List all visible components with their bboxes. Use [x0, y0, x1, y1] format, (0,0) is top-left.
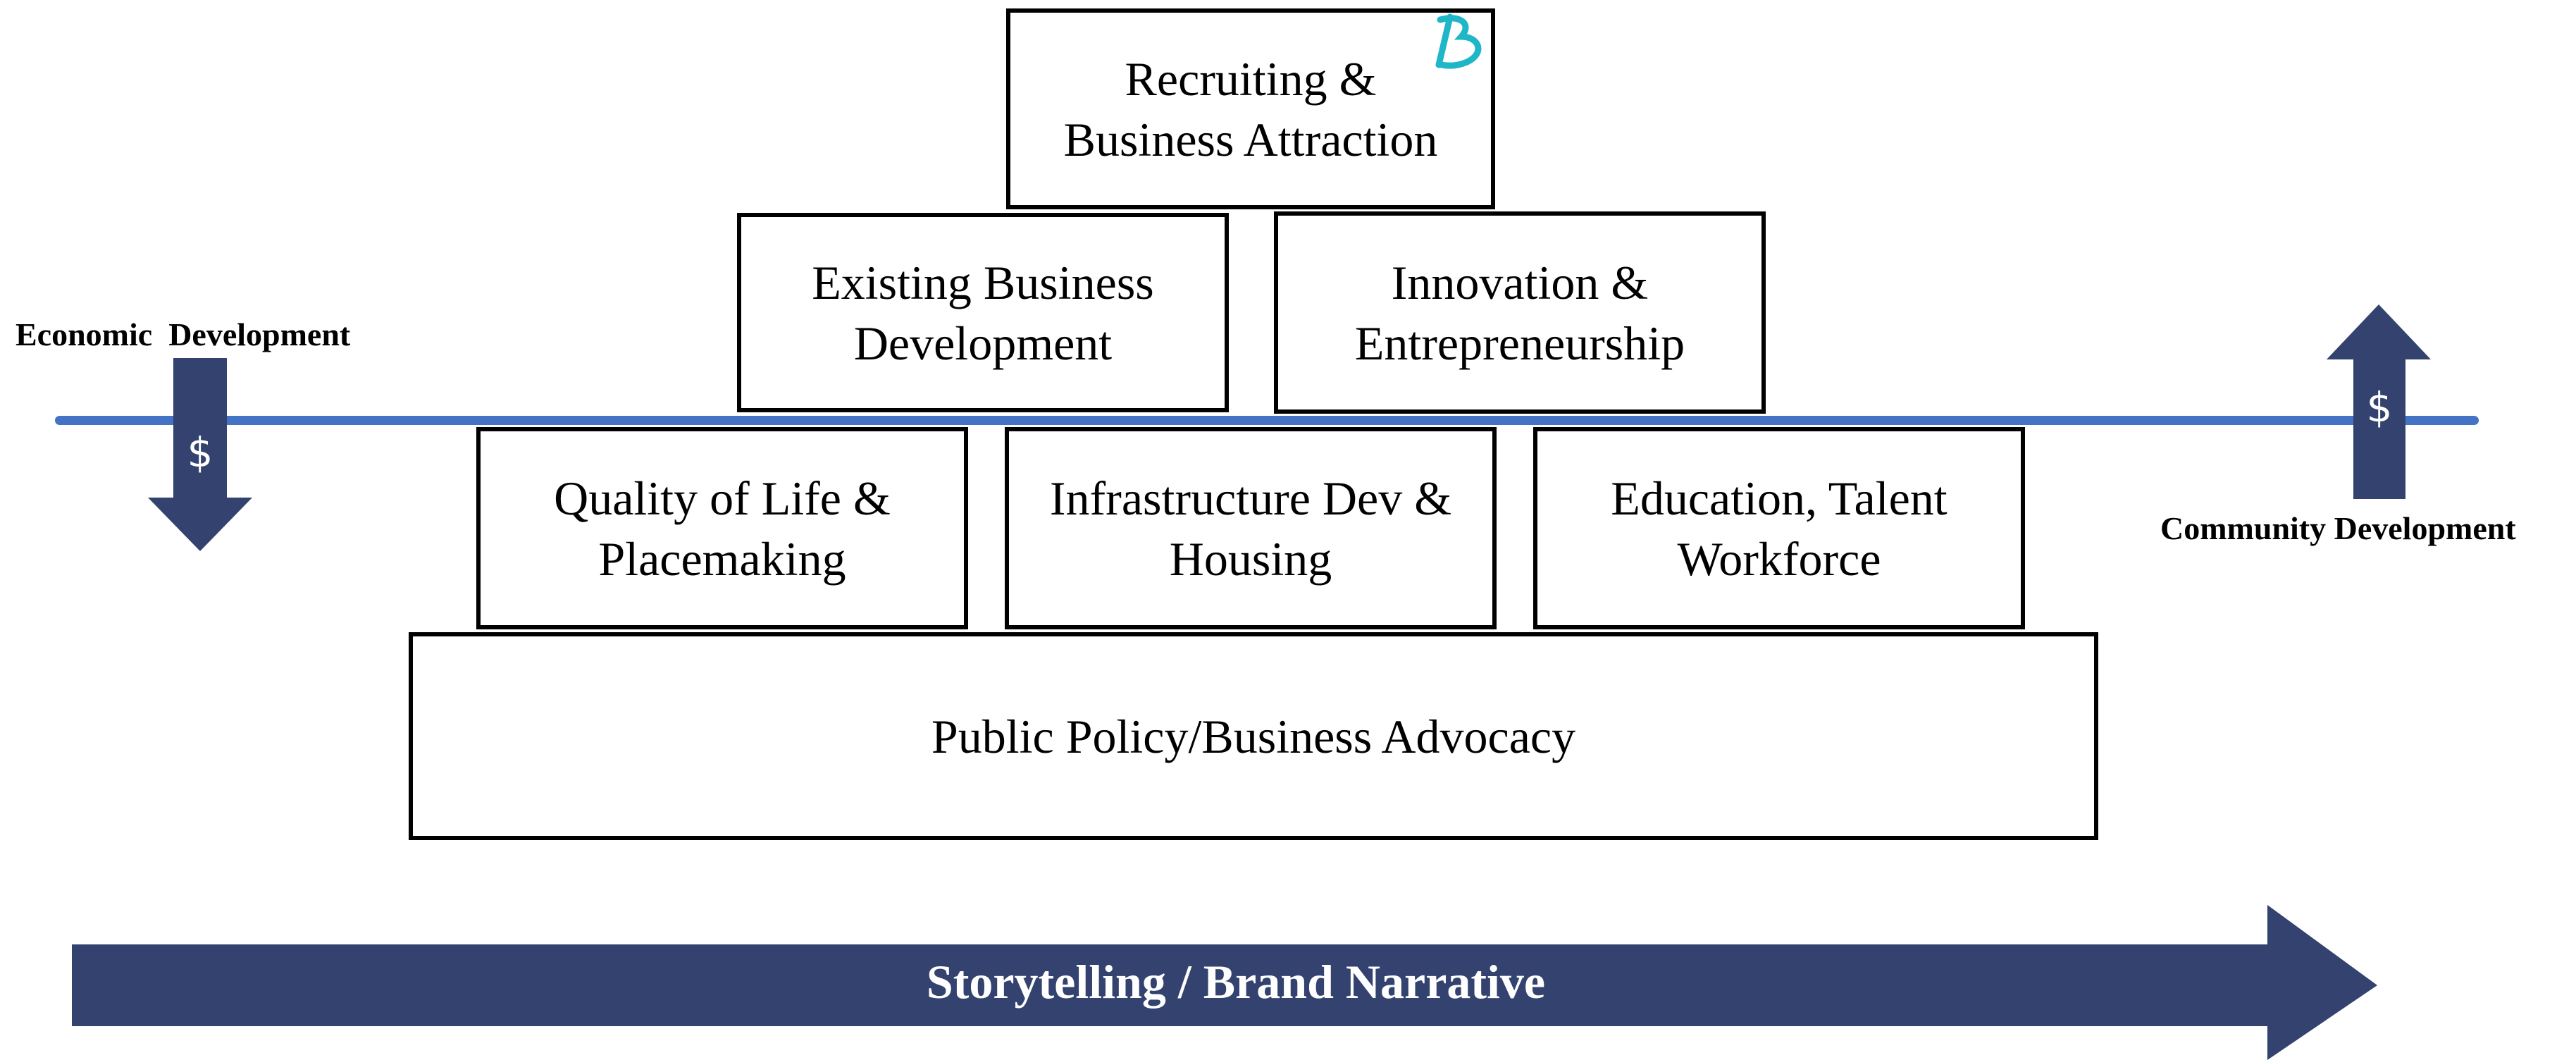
- brand-logo-icon: [1435, 13, 1482, 69]
- economic-development-label: Economic Development: [16, 316, 351, 352]
- box-recruiting-business-attraction: Recruiting & Business Attraction: [1006, 8, 1495, 209]
- box-text-line-2: Development: [853, 316, 1113, 370]
- box-text-line-1: Innovation &: [1391, 255, 1649, 309]
- box-existing-business-development: Existing Business Development: [737, 213, 1229, 412]
- down-arrow-icon: $: [148, 358, 252, 551]
- dollar-sign: $: [187, 429, 213, 476]
- box-text-line-2: Business Attraction: [1063, 112, 1438, 166]
- up-arrow-icon: $: [2327, 304, 2431, 499]
- box-education-talent-workforce: Education, Talent Workforce: [1533, 427, 2025, 629]
- box-text-line-1: Existing Business: [812, 255, 1154, 309]
- box-infrastructure-housing: Infrastructure Dev & Housing: [1005, 427, 1497, 629]
- divider-line: [55, 416, 2479, 425]
- box-text-line-2: Workforce: [1677, 531, 1881, 586]
- box-text-line-1: Recruiting &: [1125, 51, 1377, 106]
- dollar-sign: $: [2367, 383, 2393, 431]
- community-development-label: Community Development: [2160, 510, 2516, 546]
- box-text-line-2: Housing: [1169, 531, 1332, 586]
- storytelling-label: Storytelling / Brand Narrative: [927, 955, 1545, 1009]
- box-text-line-1: Infrastructure Dev &: [1049, 471, 1452, 525]
- box-text-line-1: Quality of Life &: [554, 471, 891, 525]
- box-text: Public Policy/Business Advocacy: [931, 709, 1576, 763]
- box-innovation-entrepreneurship: Innovation & Entrepreneurship: [1274, 211, 1766, 414]
- box-quality-of-life-placemaking: Quality of Life & Placemaking: [476, 427, 968, 629]
- storytelling-arrow: Storytelling / Brand Narrative: [72, 905, 2377, 1060]
- box-text-line-2: Placemaking: [598, 531, 846, 586]
- box-public-policy-business-advocacy: Public Policy/Business Advocacy: [409, 632, 2098, 840]
- box-text-line-1: Education, Talent: [1611, 471, 1948, 525]
- box-text-line-2: Entrepreneurship: [1354, 316, 1685, 370]
